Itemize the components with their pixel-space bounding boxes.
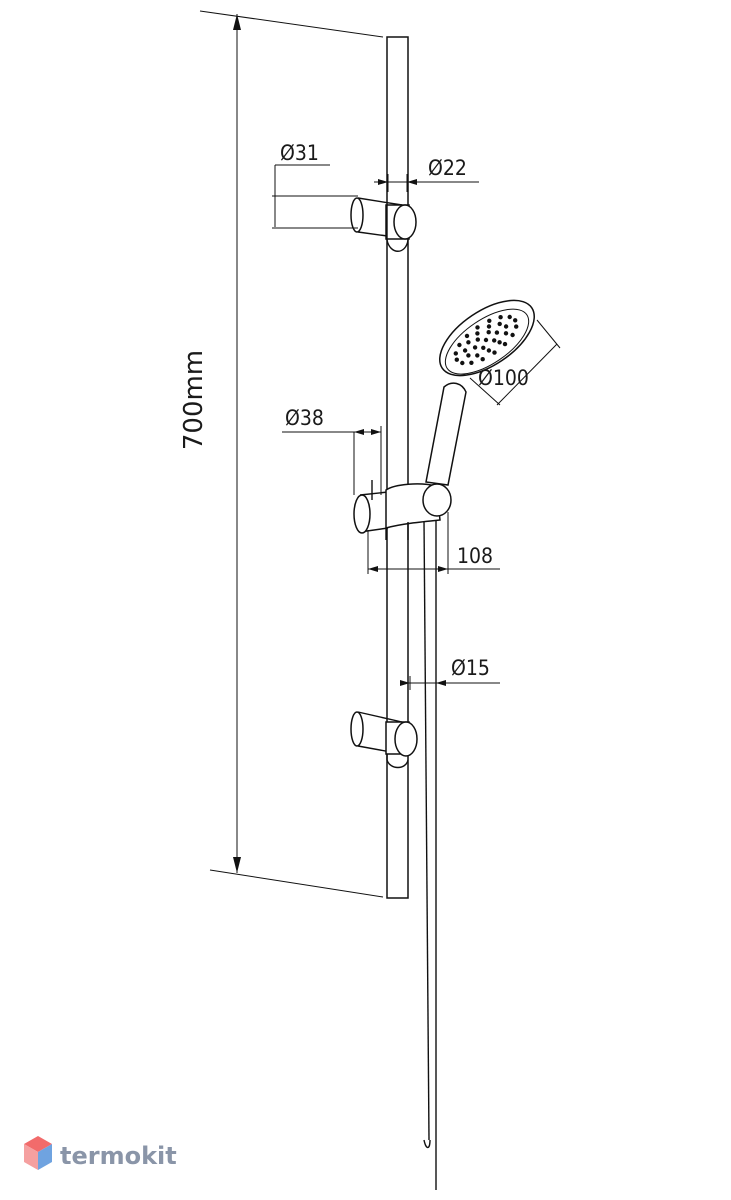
rail-diameter-label: Ø22 [428, 156, 467, 180]
nozzle-dot [486, 324, 492, 329]
shower-rail [386, 36, 409, 899]
holder-projection-dimension: 108 [367, 512, 500, 574]
nozzle-dot [510, 332, 515, 338]
holder-projection-label: 108 [457, 544, 493, 568]
nozzle-dot [480, 357, 485, 362]
nozzle-dot [466, 353, 471, 358]
head-diameter-dimension: Ø100 [469, 319, 561, 406]
nozzle-dot [486, 348, 492, 353]
hose-diameter-label: Ø15 [451, 656, 490, 680]
bottom-wall-bracket [350, 711, 418, 769]
nozzle-dot [498, 315, 503, 320]
hose-diameter-dimension: Ø15 [400, 656, 500, 690]
nozzle-dot [514, 324, 519, 329]
nozzle-dot [494, 330, 500, 335]
nozzle-dot [475, 337, 480, 342]
nozzle-dot [457, 342, 462, 348]
holder-diameter-dimension: Ø38 [282, 406, 382, 495]
bracket-diameter-dimension: Ø31 [272, 141, 358, 229]
nozzle-dot [513, 318, 518, 323]
nozzle-dot [454, 357, 459, 362]
nozzle-dot [486, 330, 491, 335]
top-wall-bracket [350, 197, 417, 252]
nozzle-dot [503, 324, 509, 329]
nozzle-dot [487, 318, 492, 323]
nozzle-dot [472, 345, 478, 350]
nozzle-dot [460, 360, 465, 366]
nozzle-dot [503, 331, 509, 336]
nozzle-dot [475, 353, 480, 358]
nozzle-dot [502, 341, 508, 347]
brand-cube-icon [24, 1136, 52, 1170]
nozzle-dot [475, 325, 480, 330]
nozzle-dot [497, 321, 502, 327]
shower-hose [423, 519, 438, 1191]
head-diameter-label: Ø100 [478, 366, 529, 390]
nozzle-dot [481, 345, 486, 350]
shower-holder [353, 480, 452, 540]
brand-name: termokit [60, 1142, 177, 1170]
height-dimension: 700mm [179, 10, 384, 898]
nozzle-dot [464, 333, 470, 339]
bracket-diameter-label: Ø31 [280, 141, 319, 165]
height-label: 700mm [179, 350, 209, 450]
spray-nozzles [453, 314, 519, 366]
nozzle-dot [507, 314, 512, 320]
nozzle-dot [469, 360, 474, 365]
nozzle-dot [466, 340, 471, 345]
nozzle-dot [483, 337, 489, 343]
brand-logo: termokit [24, 1136, 177, 1170]
holder-diameter-label: Ø38 [285, 406, 324, 430]
nozzle-dot [453, 351, 458, 356]
nozzle-dot [497, 340, 502, 345]
rail-diameter-dimension: Ø22 [374, 156, 479, 192]
hand-shower [425, 299, 535, 486]
nozzle-dot [492, 338, 497, 343]
nozzle-dot [462, 348, 468, 353]
nozzle-dot [492, 350, 497, 355]
nozzle-dot [475, 331, 480, 336]
